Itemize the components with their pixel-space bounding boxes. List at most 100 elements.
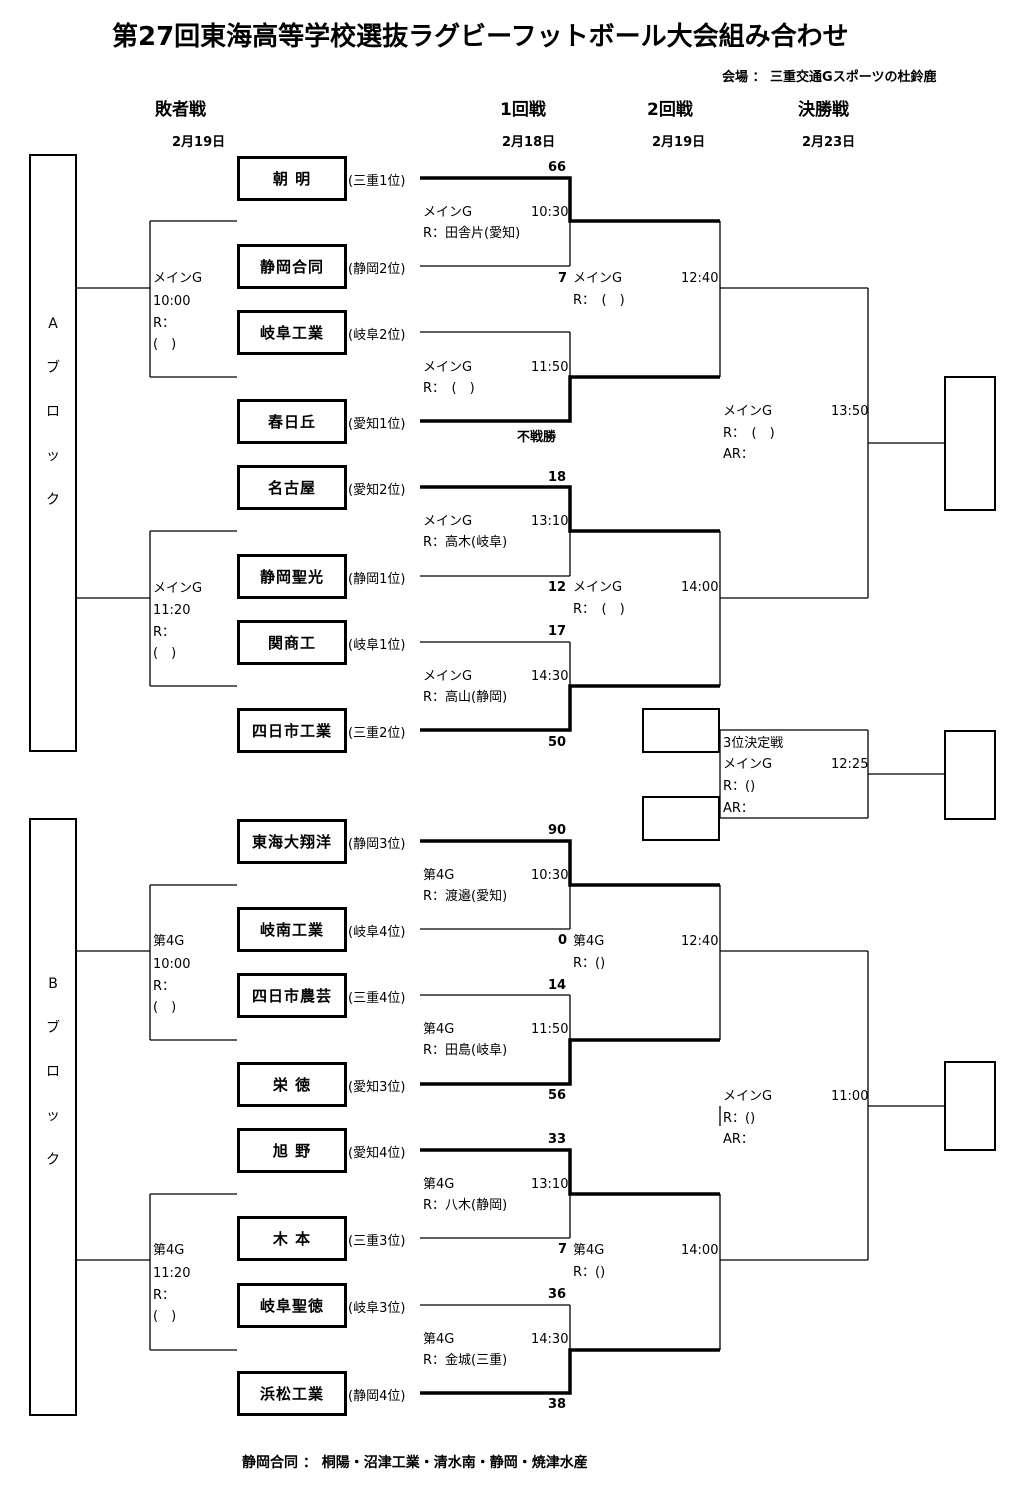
game-field: メインG bbox=[423, 514, 473, 529]
team-box: 栄 徳 bbox=[237, 1062, 347, 1107]
team-box: 岐阜聖徳 bbox=[237, 1283, 347, 1328]
team-seed: (愛知4位) bbox=[348, 1146, 406, 1161]
team-box: 静岡聖光 bbox=[237, 554, 347, 599]
score: 33 bbox=[548, 1132, 567, 1147]
team-box: 静岡合同 bbox=[237, 244, 347, 289]
score: 56 bbox=[548, 1088, 567, 1103]
game-ref: R： ( ) bbox=[423, 381, 475, 396]
champion-box-a bbox=[944, 376, 996, 511]
team-seed: (三重3位) bbox=[348, 1234, 406, 1249]
team-seed: (三重1位) bbox=[348, 174, 406, 189]
game-ref: R： bbox=[153, 625, 176, 640]
team-box: 木 本 bbox=[237, 1216, 347, 1261]
game-ref: R： ( ) bbox=[573, 602, 625, 617]
score: 17 bbox=[548, 624, 567, 639]
team-seed: (愛知1位) bbox=[348, 417, 406, 432]
third-place-team-box-2 bbox=[642, 796, 720, 841]
venue-label: 会場 ： 三重交通Gスポーツの杜鈴鹿 bbox=[722, 70, 937, 85]
team-box: 春日丘 bbox=[237, 399, 347, 444]
final-ar: AR： bbox=[723, 1132, 754, 1147]
game-field: 第4G bbox=[153, 1243, 185, 1258]
final-ref: R：() bbox=[723, 1111, 756, 1126]
team-box: 旭 野 bbox=[237, 1128, 347, 1173]
team-seed: (三重4位) bbox=[348, 991, 406, 1006]
round-label-first: 1回戦 bbox=[500, 100, 546, 120]
game-time: 10:00 bbox=[153, 957, 191, 972]
game-ref-paren: ( ) bbox=[153, 337, 177, 352]
team-seed: (岐阜4位) bbox=[348, 925, 406, 940]
game-ref: R：八木(静岡) bbox=[423, 1198, 508, 1213]
final-field: メインG bbox=[723, 1089, 773, 1104]
game-field: メインG bbox=[153, 581, 203, 596]
team-box: 東海大翔洋 bbox=[237, 819, 347, 864]
champion-box-b bbox=[944, 1061, 996, 1151]
game-ref-paren: ( ) bbox=[153, 1000, 177, 1015]
team-box: 岐阜工業 bbox=[237, 310, 347, 355]
game-ref: R：渡邉(愛知) bbox=[423, 889, 508, 904]
third-place-team-box-1 bbox=[642, 708, 720, 753]
game-ref-paren: ( ) bbox=[153, 1309, 177, 1324]
final-time: 13:50 bbox=[831, 404, 869, 419]
game-field: 第4G bbox=[153, 934, 185, 949]
block-b-box bbox=[29, 818, 77, 1416]
team-box: 名古屋 bbox=[237, 465, 347, 510]
final-ref: R： ( ) bbox=[723, 426, 775, 441]
game-time: 11:20 bbox=[153, 603, 191, 618]
score: 14 bbox=[548, 978, 567, 993]
third-place-result-box bbox=[944, 730, 996, 820]
game-time: 14:00 bbox=[681, 580, 719, 595]
game-field: 第4G bbox=[423, 1332, 455, 1347]
team-box: 岐南工業 bbox=[237, 907, 347, 952]
game-ref-paren: ( ) bbox=[153, 646, 177, 661]
game-field: メインG bbox=[153, 271, 203, 286]
third-place-ref: R：() bbox=[723, 779, 756, 794]
team-seed: (静岡3位) bbox=[348, 837, 406, 852]
team-seed: (三重2位) bbox=[348, 726, 406, 741]
score: 不戦勝 bbox=[517, 430, 557, 445]
date-final: 2月23日 bbox=[802, 135, 856, 150]
team-box: 四日市農芸 bbox=[237, 973, 347, 1018]
game-ref: R： ( ) bbox=[573, 293, 625, 308]
score: 18 bbox=[548, 470, 567, 485]
game-ref: R：金城(三重) bbox=[423, 1353, 508, 1368]
team-seed: (愛知2位) bbox=[348, 483, 406, 498]
team-box: 浜松工業 bbox=[237, 1371, 347, 1416]
score: 66 bbox=[548, 160, 567, 175]
third-place-label: 3位決定戦 bbox=[723, 736, 784, 751]
team-box: 四日市工業 bbox=[237, 708, 347, 753]
footnote: 静岡合同 ： 桐陽・沼津工業・清水南・静岡・焼津水産 bbox=[242, 1455, 588, 1471]
score: 38 bbox=[548, 1397, 567, 1412]
game-field: メインG bbox=[423, 205, 473, 220]
score: 7 bbox=[558, 271, 568, 286]
game-field: メインG bbox=[573, 580, 623, 595]
date-second: 2月19日 bbox=[652, 135, 706, 150]
game-field: メインG bbox=[573, 271, 623, 286]
team-seed: (愛知3位) bbox=[348, 1080, 406, 1095]
game-ref: R：田島(岐阜) bbox=[423, 1043, 508, 1058]
game-ref: R： bbox=[153, 979, 176, 994]
game-field: 第4G bbox=[573, 1243, 605, 1258]
third-place-field: メインG bbox=[723, 757, 773, 772]
score: 0 bbox=[558, 933, 568, 948]
game-time: 10:00 bbox=[153, 294, 191, 309]
score: 12 bbox=[548, 580, 567, 595]
game-time: 13:10 bbox=[531, 514, 569, 529]
date-first: 2月18日 bbox=[502, 135, 556, 150]
third-place-time: 12:25 bbox=[831, 757, 869, 772]
game-ref: R：田舎片(愛知) bbox=[423, 226, 521, 241]
game-time: 14:30 bbox=[531, 669, 569, 684]
game-ref: R： bbox=[153, 1288, 176, 1303]
score: 36 bbox=[548, 1287, 567, 1302]
game-time: 12:40 bbox=[681, 934, 719, 949]
team-seed: (静岡1位) bbox=[348, 572, 406, 587]
game-time: 12:40 bbox=[681, 271, 719, 286]
score: 50 bbox=[548, 735, 567, 750]
round-label-consolation: 敗者戦 bbox=[155, 100, 206, 120]
game-time: 11:50 bbox=[531, 360, 569, 375]
date-consolation: 2月19日 bbox=[172, 135, 226, 150]
team-seed: (静岡2位) bbox=[348, 262, 406, 277]
block-a-box bbox=[29, 154, 77, 752]
